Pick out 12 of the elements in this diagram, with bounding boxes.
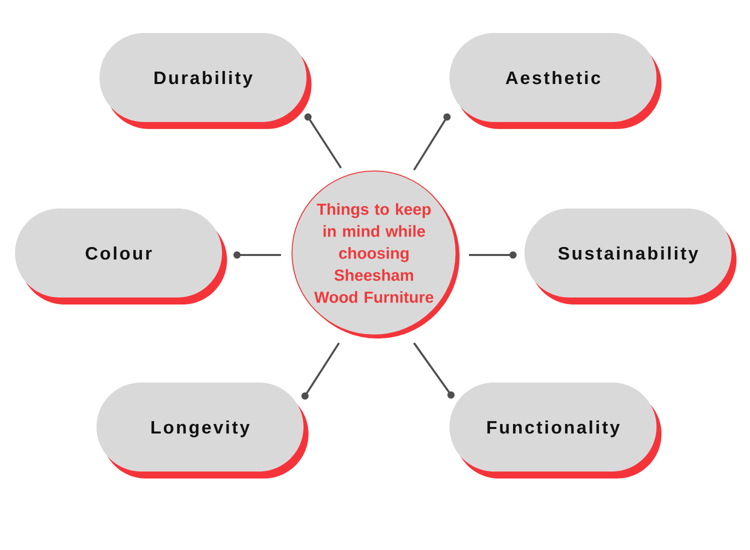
connector-line <box>233 251 281 259</box>
connector-line <box>413 342 455 399</box>
rounded-box: Colour <box>15 208 227 304</box>
rounded-box: Durability <box>100 33 312 129</box>
rounded-box: Functionality <box>450 382 662 478</box>
connector-line <box>469 251 517 259</box>
connector-line <box>413 113 451 171</box>
connector-line <box>301 342 340 400</box>
connector-line <box>304 113 342 169</box>
rounded-box: Longevity <box>96 382 308 478</box>
rounded-box: Aesthetic <box>450 33 662 129</box>
rounded-box: Sustainability <box>524 208 736 304</box>
